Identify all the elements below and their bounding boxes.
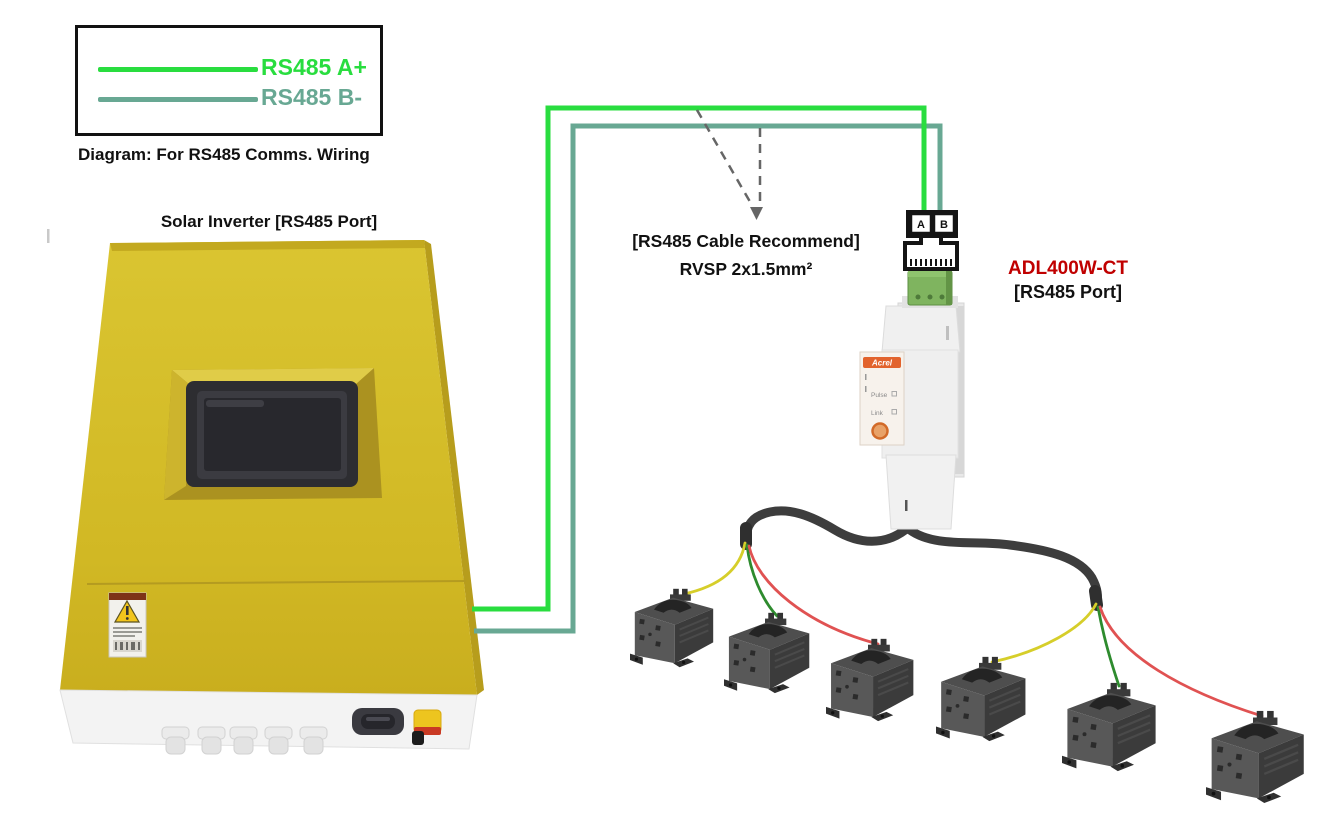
arrowhead-icon bbox=[750, 207, 763, 220]
edge-artifact bbox=[47, 229, 50, 243]
ct-clamp-6 bbox=[1204, 709, 1305, 805]
meter-front-panel: Acrel Pulse Link bbox=[859, 351, 905, 446]
rj-plug-icon bbox=[903, 231, 959, 271]
cable-callout-arrows bbox=[695, 109, 763, 220]
legend-row-rs485-a: RS485 A+ bbox=[78, 53, 380, 87]
meter-illustration: Acrel Pulse Link bbox=[859, 210, 965, 530]
inverter-label: Solar Inverter [RS485 Port] bbox=[160, 212, 378, 231]
rs485-b-line-swatch bbox=[98, 97, 258, 102]
meter-label: ADL400W-CT [RS485 Port] bbox=[968, 257, 1168, 304]
rs485-wires bbox=[472, 105, 943, 634]
cable-note-line2: RVSP 2x1.5mm² bbox=[679, 259, 813, 279]
terminal-a-label: A bbox=[917, 219, 925, 231]
inverter-display bbox=[164, 368, 382, 500]
meter-led-pulse-label: Pulse bbox=[871, 392, 888, 399]
cable-note-line1: [RS485 Cable Recommend] bbox=[632, 231, 860, 251]
dc-switch bbox=[352, 708, 404, 735]
rs485-a-wire bbox=[472, 105, 927, 612]
meter-led-link-label: Link bbox=[871, 410, 884, 417]
meter-terminal-block bbox=[902, 265, 958, 308]
rs485-terminal-block: A B bbox=[906, 210, 958, 238]
cable-glands bbox=[161, 726, 328, 755]
ct-clamp-2 bbox=[722, 611, 811, 695]
ct-clamp-4 bbox=[934, 655, 1027, 743]
ct-harness bbox=[628, 473, 1305, 805]
ct-leads bbox=[682, 541, 1264, 718]
meter-port-label: [RS485 Port] bbox=[1013, 282, 1123, 302]
ct-clamp-3 bbox=[824, 637, 915, 723]
inverter-base bbox=[59, 689, 478, 755]
rs485-a-line-swatch bbox=[98, 67, 258, 72]
legend-row-rs485-b: RS485 B- bbox=[78, 83, 380, 117]
meter-button bbox=[871, 422, 889, 440]
meter-brand-text: Acrel bbox=[871, 359, 893, 368]
rs485-b-wire bbox=[474, 123, 943, 634]
meter-model-name: ADL400W-CT bbox=[1008, 258, 1128, 279]
ct-clamp-5 bbox=[1060, 681, 1157, 773]
solar-inverter-illustration bbox=[47, 229, 484, 755]
cable-recommendation-note: [RS485 Cable Recommend] RVSP 2x1.5mm² bbox=[595, 227, 897, 283]
rs485-a-label: RS485 A+ bbox=[261, 54, 367, 80]
terminal-b-label: B bbox=[940, 219, 948, 231]
legend: RS485 A+ RS485 B- bbox=[75, 25, 383, 136]
ct-clamp-1 bbox=[628, 587, 715, 669]
warning-sticker bbox=[108, 592, 147, 658]
rs485-b-label: RS485 B- bbox=[261, 84, 362, 110]
emergency-connector bbox=[412, 709, 442, 745]
diagram-caption: Diagram: For RS485 Comms. Wiring bbox=[78, 145, 370, 164]
